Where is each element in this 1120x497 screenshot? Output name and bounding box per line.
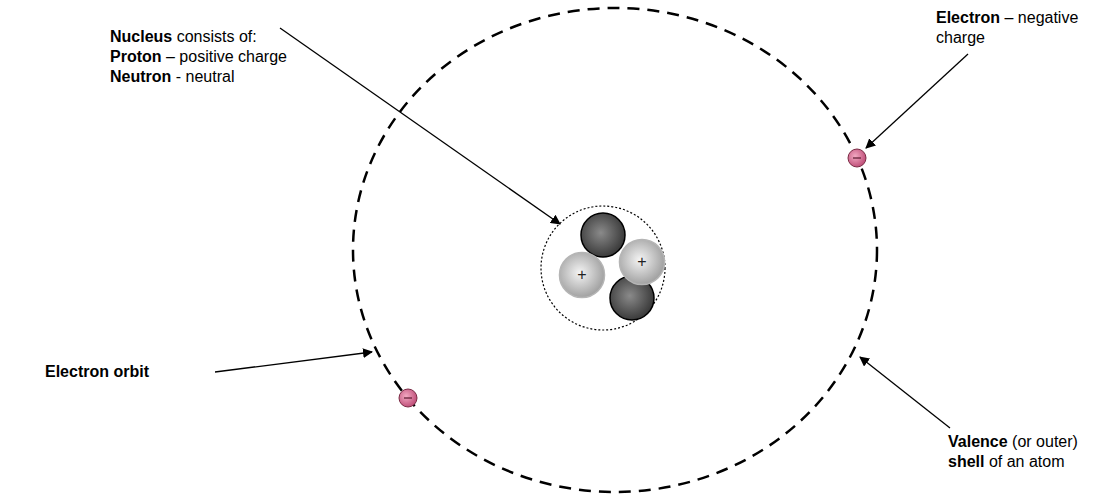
proton: + xyxy=(618,238,666,286)
callout-label: Electron orbit xyxy=(45,362,149,382)
callout-label: Neutron - neutral xyxy=(110,67,234,87)
callout-label: Proton – positive charge xyxy=(110,47,287,67)
leader-line xyxy=(215,352,372,372)
proton: + xyxy=(558,251,606,299)
neutron xyxy=(581,213,625,257)
leader-line xyxy=(860,357,950,428)
callout-label: Valence (or outer) shell of an atom xyxy=(948,432,1078,472)
leader-line xyxy=(280,28,560,224)
electron xyxy=(399,389,417,407)
charge-sign: + xyxy=(558,251,606,299)
nucleus-boundary xyxy=(541,206,665,330)
electron xyxy=(848,149,866,167)
charge-sign: + xyxy=(618,238,666,286)
callout-label: Nucleus consists of: xyxy=(110,27,257,47)
callout-label: Electron – negative charge xyxy=(936,8,1078,48)
leader-line xyxy=(866,54,968,148)
electron-orbit xyxy=(353,8,877,492)
